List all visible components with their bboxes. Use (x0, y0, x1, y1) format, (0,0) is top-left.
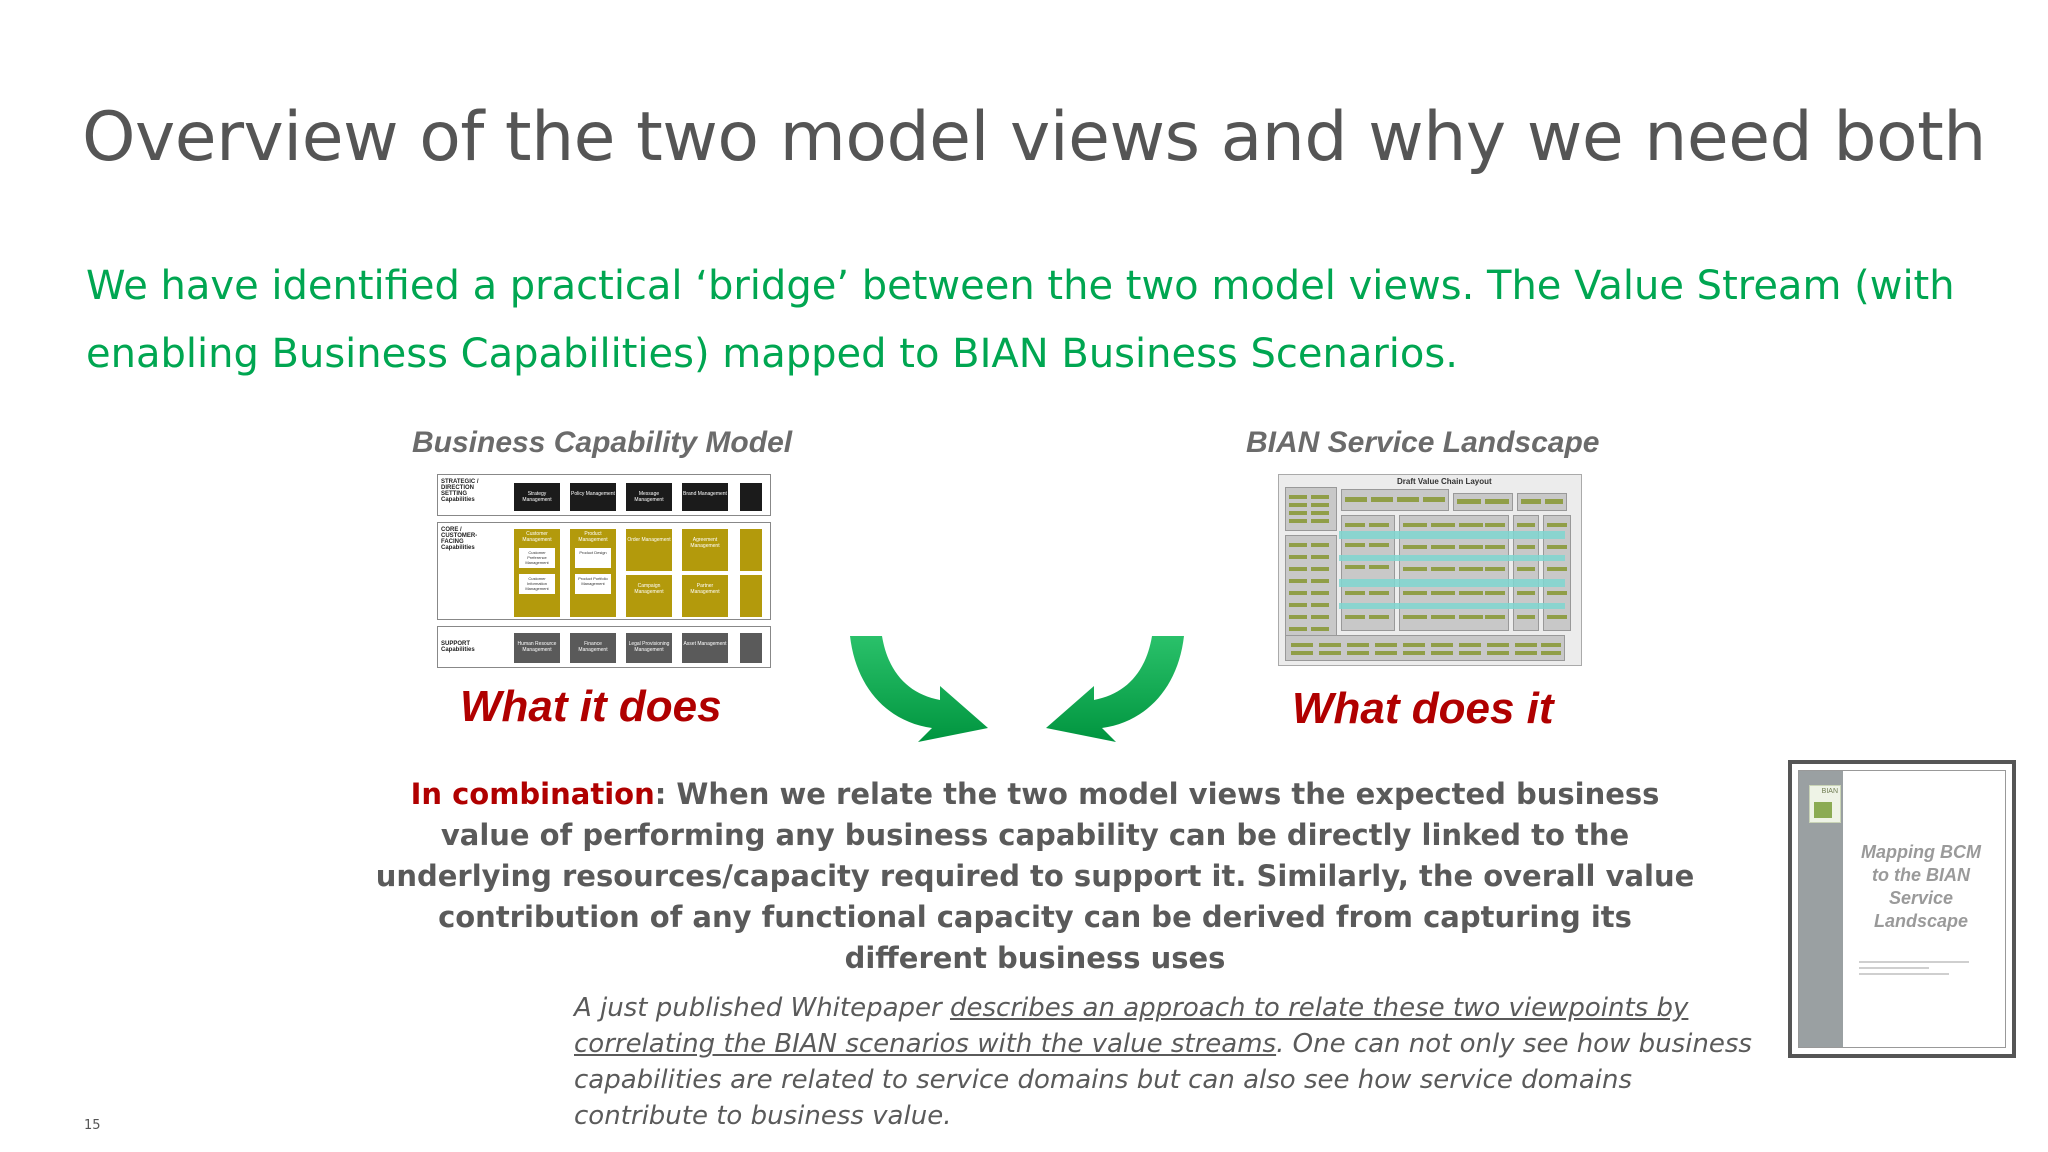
bcm-cell: Campaign Management (626, 575, 672, 617)
bcm-cell (740, 483, 762, 511)
combination-lead: In combination (410, 777, 655, 811)
bian-zone (1285, 487, 1337, 531)
bian-highlight (1339, 579, 1565, 587)
curved-arrow-down-right-icon (850, 636, 988, 742)
bcm-cell: Policy Management (570, 483, 616, 511)
bcm-cell (740, 575, 762, 617)
curved-arrow-down-left-icon (1046, 636, 1184, 742)
fine-print-line (1859, 973, 1949, 975)
bcm-subcell: Product Portfolio Management (574, 573, 612, 595)
bian-zone (1517, 493, 1567, 511)
bian-highlight (1339, 531, 1565, 539)
bcm-subcell: Product Design (574, 547, 612, 569)
what-it-does-caption: What it does (460, 682, 722, 731)
bcm-cell: Message Management (626, 483, 672, 511)
what-does-it-caption: What does it (1292, 684, 1554, 733)
bian-zone (1285, 635, 1565, 661)
bian-zone (1453, 493, 1513, 511)
bcm-subcell: Customer Information Management (518, 573, 556, 595)
bian-highlight (1339, 555, 1565, 561)
bcm-cell: Legal Provisioning Management (626, 633, 672, 663)
support-band: SUPPORT Capabilities Human Resource Mana… (437, 626, 771, 668)
strategic-band-label: STRATEGIC / DIRECTION SETTING Capabiliti… (441, 479, 479, 503)
bcm-cell: Brand Management (682, 483, 728, 511)
bcm-cell (740, 529, 762, 571)
bcm-label: Business Capability Model (412, 426, 793, 459)
bcm-cell: Order Management (626, 529, 672, 571)
bcm-cell (740, 633, 762, 663)
note-prefix: A just published Whitepaper (574, 993, 950, 1023)
bcm-cell-label: Product Management (578, 531, 608, 543)
fine-print-line (1859, 961, 1969, 963)
combination-statement: In combination: When we relate the two m… (370, 774, 1700, 979)
whitepaper-note: A just published Whitepaper describes an… (574, 990, 1774, 1134)
core-band: CORE / CUSTOMER-FACING Capabilities Cust… (437, 522, 771, 620)
whitepaper-thumbnail[interactable]: BIAN Mapping BCM to the BIAN Service Lan… (1788, 760, 2016, 1058)
slide-title: Overview of the two model views and why … (82, 98, 1986, 177)
bcm-cell: Strategy Management (514, 483, 560, 511)
bcm-cell: Finance Management (570, 633, 616, 663)
whitepaper-cover: BIAN Mapping BCM to the BIAN Service Lan… (1798, 770, 2006, 1048)
bian-zone (1341, 489, 1449, 511)
bian-logo-text: BIAN (1821, 788, 1838, 795)
bcm-subcell: Customer Preference Management (518, 547, 556, 569)
bian-service-landscape-diagram: Draft Value Chain Layout (1278, 474, 1582, 666)
core-band-label: CORE / CUSTOMER-FACING Capabilities (441, 527, 478, 551)
bcm-cell-label: Customer Management (522, 531, 552, 543)
bian-service-domains (1289, 495, 1567, 655)
business-capability-model-diagram: STRATEGIC / DIRECTION SETTING Capabiliti… (437, 474, 773, 670)
bcm-cell: Agreement Management (682, 529, 728, 571)
combination-text: : When we relate the two model views the… (375, 777, 1695, 975)
bian-highlight (1339, 603, 1565, 609)
bcm-cell: Partner Management (682, 575, 728, 617)
note-suffix: . One can not only see how business capa… (574, 1029, 1752, 1131)
page-number: 15 (84, 1118, 101, 1133)
bcm-cell: Human Resource Management (514, 633, 560, 663)
whitepaper-link[interactable]: describes an approach to relate these tw… (574, 993, 1689, 1059)
strategic-band: STRATEGIC / DIRECTION SETTING Capabiliti… (437, 474, 771, 516)
slide-subtitle: We have identified a practical ‘bridge’ … (86, 263, 1955, 377)
bcm-cell: Asset Management (682, 633, 728, 663)
bian-diagram-title: Draft Value Chain Layout (1397, 477, 1492, 486)
bian-logo-icon: BIAN (1809, 785, 1841, 823)
bian-label: BIAN Service Landscape (1246, 426, 1600, 459)
support-band-label: SUPPORT Capabilities (441, 641, 475, 653)
fine-print-line (1859, 967, 1929, 969)
whitepaper-title: Mapping BCM to the BIAN Service Landscap… (1861, 842, 1981, 931)
